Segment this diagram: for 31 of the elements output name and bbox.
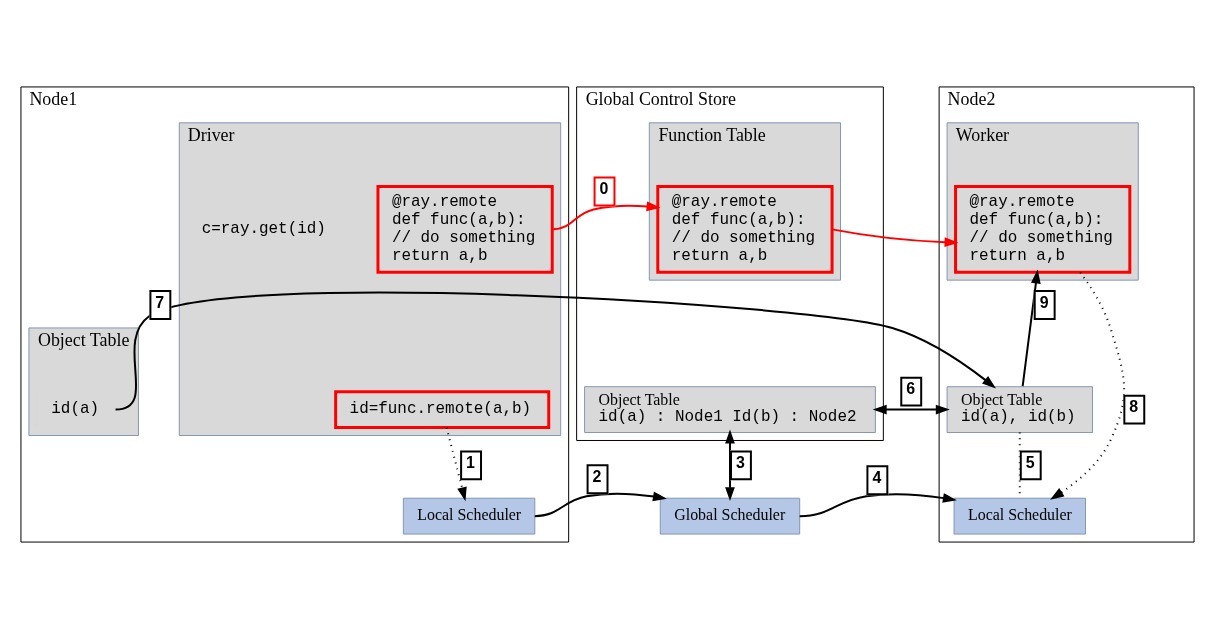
edge-label: 7 [155,293,165,311]
edge-label: 1 [466,453,475,471]
node-box: Local Scheduler [953,497,1086,535]
arrow [872,404,950,414]
edge-label: 4 [872,468,882,486]
node-box: @ray.remote def func(a,b): // do something return a,b [656,184,834,274]
arrow [831,227,959,247]
arrow [1021,269,1041,387]
edge-label: 5 [1025,453,1035,471]
node-text: c=ray.get(id) [201,219,326,238]
edge-label: 0 [599,179,609,197]
arrow [1050,271,1125,500]
arrow [114,291,996,411]
node-text: id(a) [51,399,100,418]
arrow [798,492,957,517]
node-box: Object Table id(a), id(b) [946,385,1093,433]
node-box: Object Table id(a) : Node1 Id(b) : Node2 [584,385,876,433]
node-box: @ray.remote def func(a,b): // do something return a,b [954,184,1132,274]
edge-label: 8 [1129,397,1139,415]
node-box: id=func.remote(a,b) [334,389,551,429]
arrow [551,200,661,230]
node-box: @ray.remote def func(a,b): // do something return a,b [376,184,554,274]
edge-label: 6 [906,379,916,397]
edge-label: 3 [735,453,745,471]
arrow [445,426,467,501]
arrow [533,491,667,517]
edge-label: 9 [1039,293,1049,311]
node-box: Local Scheduler [402,497,536,535]
node-box: Global Scheduler [659,497,801,535]
arrow [725,429,735,501]
edge-label: 2 [592,467,602,485]
